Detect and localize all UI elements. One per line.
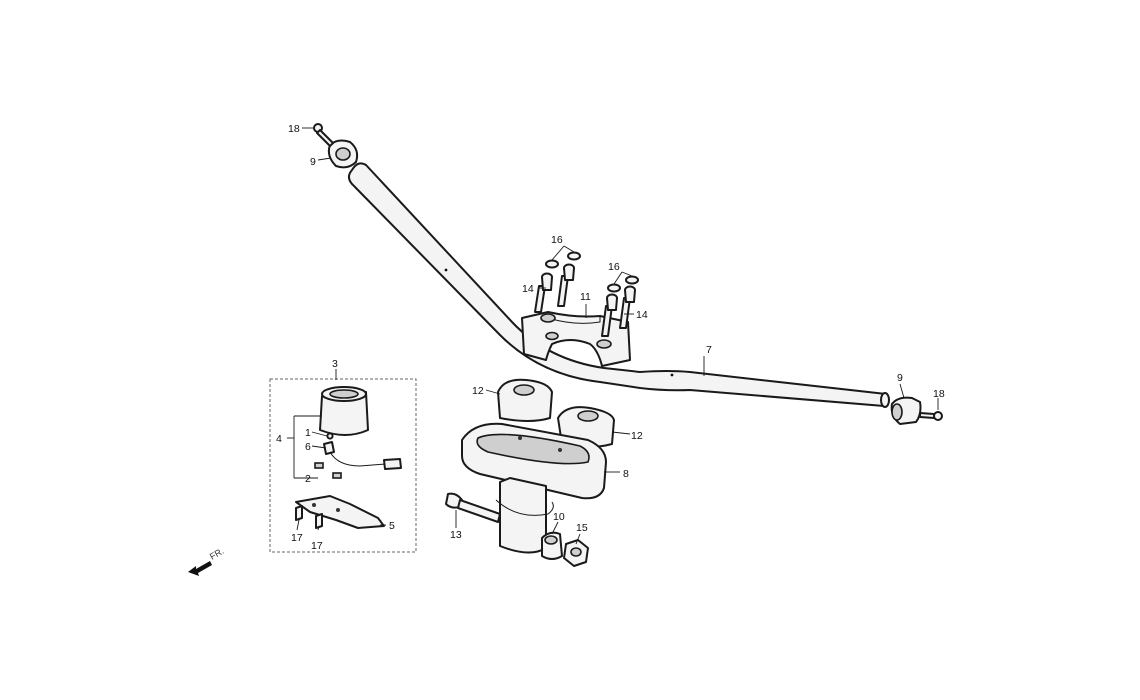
callout-18-left: 18 [288,123,300,135]
callout-4: 4 [276,433,282,445]
washer-3 [607,283,621,293]
right-bar-end-weight [890,396,922,425]
washer-4 [625,275,639,285]
callout-9-right: 9 [897,372,903,384]
left-bar-end-screw [313,123,334,147]
heated-grip [319,386,369,436]
grip-collar [326,432,334,440]
connector [323,441,335,455]
callout-17-left: 17 [291,532,303,544]
holder-bolt-4 [619,285,636,329]
callout-9-left: 9 [310,156,316,168]
holder-bolt-2 [557,263,575,307]
lower-holder-bolt [445,492,501,523]
clamp-1 [314,462,324,469]
holder-bolt-1 [534,272,553,313]
callout-1: 1 [305,427,311,439]
harness-wire [329,451,402,470]
callout-12-left: 12 [472,385,484,397]
bushing-left [497,378,553,422]
callout-14-left: 14 [522,283,534,295]
holder-bolt-3 [601,293,618,337]
callout-5: 5 [389,520,395,532]
callout-12-right: 12 [631,430,643,442]
front-direction-marker: FR. [188,546,226,576]
left-bar-end-weight [327,139,359,169]
front-arrow-icon [188,561,212,576]
callout-13: 13 [450,529,462,541]
callout-16-right: 16 [608,261,620,273]
upper-holder [521,311,631,367]
collar [541,531,563,560]
callout-16-left: 16 [551,234,563,246]
callout-18-right: 18 [933,388,945,400]
callout-14-right: 14 [636,309,648,321]
washer-1 [545,259,559,269]
callout-6: 6 [305,441,311,453]
callout-17-right: 17 [311,540,323,552]
callout-15: 15 [576,522,588,534]
washer-2 [567,251,581,261]
callout-10: 10 [553,511,565,523]
bracket-screw-1 [295,505,303,521]
clamp-2 [332,472,342,479]
leader-lines [287,127,939,545]
callout-labels: 18 9 16 16 14 11 14 7 9 18 12 12 8 13 10… [276,123,945,552]
callout-2: 2 [305,473,311,485]
callout-3: 3 [332,358,338,370]
bracket-screw-2 [315,513,323,529]
callout-7: 7 [706,344,712,356]
mounting-bracket [295,495,385,529]
nut [563,539,589,567]
right-bar-end-screw [919,411,943,421]
front-label: FR. [208,546,226,562]
subassembly-frame [269,378,417,553]
callout-8: 8 [623,468,629,480]
lower-holder [461,422,607,554]
callout-11: 11 [580,291,591,303]
